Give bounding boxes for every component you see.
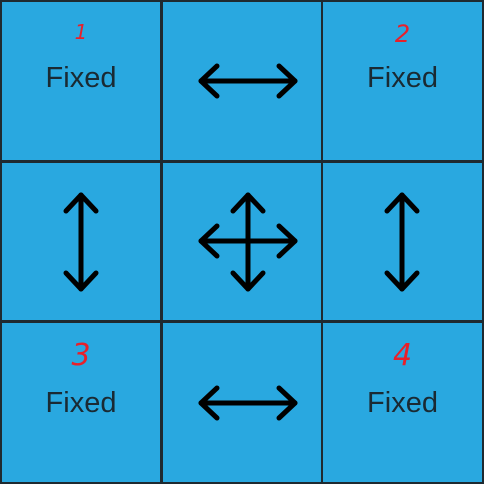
corner-label-4: Fixed [367,387,438,419]
bottom-edge-cell [163,323,321,482]
corner-cell-1: 1 Fixed [2,2,160,160]
horizontal-arrow-icon [198,385,298,421]
top-edge-cell [163,2,321,160]
corner-cell-4: 4 Fixed [323,323,482,482]
center-cell [163,163,321,320]
corner-cell-2: 2 Fixed [323,2,482,160]
corner-number-2: 2 [394,20,411,48]
vertical-arrow-icon [384,192,420,292]
move-arrows-icon [198,192,298,292]
vertical-arrow-icon [63,192,99,292]
corner-label-1: Fixed [45,62,117,94]
corner-label-3: Fixed [45,387,117,419]
left-edge-cell [2,163,160,320]
corner-label-2: Fixed [367,62,438,94]
right-edge-cell [323,163,482,320]
corner-cell-3: 3 Fixed [2,323,160,482]
corner-number-4: 4 [392,338,413,373]
corner-number-1: 1 [74,20,88,44]
corner-number-3: 3 [71,338,91,373]
horizontal-arrow-icon [198,63,298,99]
